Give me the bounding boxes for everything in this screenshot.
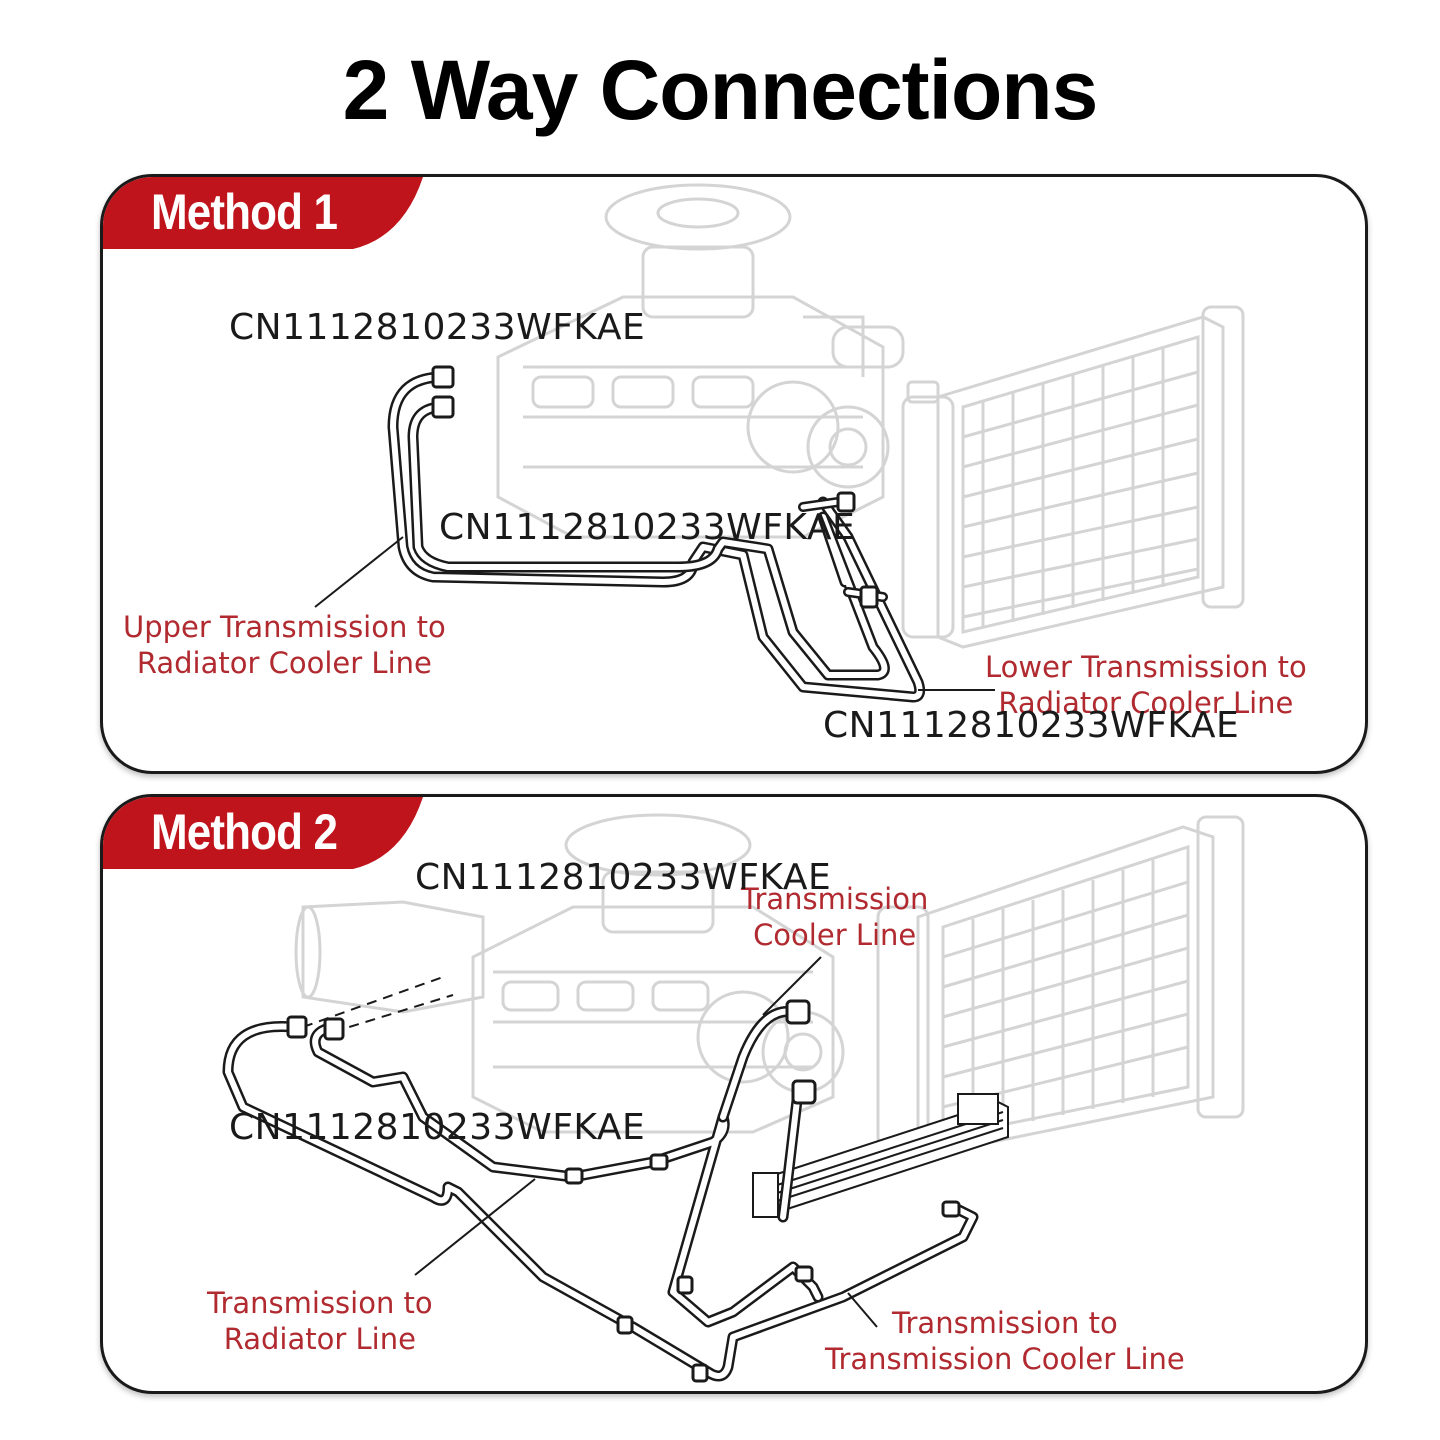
method-2-badge (103, 797, 423, 869)
transmission-to-radiator-line-label: Transmission to Radiator Line (207, 1285, 433, 1357)
watermark: CN1112810233WFKAE (823, 705, 1240, 746)
watermark: CN1112810233WFKAE (229, 307, 646, 348)
lower-cooler-line-label-line2: Radiator Cooler Line (998, 686, 1294, 720)
transmission-to-transmission-cooler-line-label-line2: Transmission Cooler Line (825, 1342, 1185, 1376)
page-title: 2 Way Connections (342, 43, 1099, 137)
upper-cooler-line-label-line2: Radiator Cooler Line (136, 646, 432, 680)
method-1-panel: Method 1 Upper Transmission to Radiator … (100, 174, 1368, 774)
transmission-to-radiator-line-label-line2: Radiator Line (223, 1322, 416, 1356)
method-1-illustration (314, 183, 1245, 703)
method-2-badge-label: Method 2 (151, 804, 338, 860)
watermark: CN1112810233WFKAE (415, 857, 832, 898)
watermark: CN1112810233WFKAE (439, 507, 856, 548)
upper-cooler-line-label-line1: Upper Transmission to (123, 610, 446, 644)
lower-cooler-line-label-line1: Lower Transmission to (985, 650, 1307, 684)
transmission-to-radiator-line-label-line1: Transmission to (207, 1286, 433, 1320)
watermark: CN1112810233WFKAE (229, 1107, 646, 1148)
transmission-to-transmission-cooler-line-label: Transmission to Transmission Cooler Line (825, 1305, 1185, 1377)
method-1-badge-label: Method 1 (151, 184, 338, 240)
method-1-badge (103, 177, 423, 249)
method-2-illustration (222, 813, 1245, 1383)
lower-cooler-line-label: Lower Transmission to Radiator Cooler Li… (985, 649, 1307, 721)
transmission-to-transmission-cooler-line-label-line1: Transmission to (892, 1306, 1118, 1340)
method-2-panel: Method 2 Transmission Cooler Line Transm… (100, 794, 1368, 1394)
upper-cooler-line-label: Upper Transmission to Radiator Cooler Li… (123, 609, 446, 681)
transmission-cooler-line-label: Transmission Cooler Line (741, 881, 928, 953)
transmission-cooler-line-label-line1: Transmission (741, 882, 929, 916)
transmission-cooler-line-label-line2: Cooler Line (753, 918, 917, 952)
